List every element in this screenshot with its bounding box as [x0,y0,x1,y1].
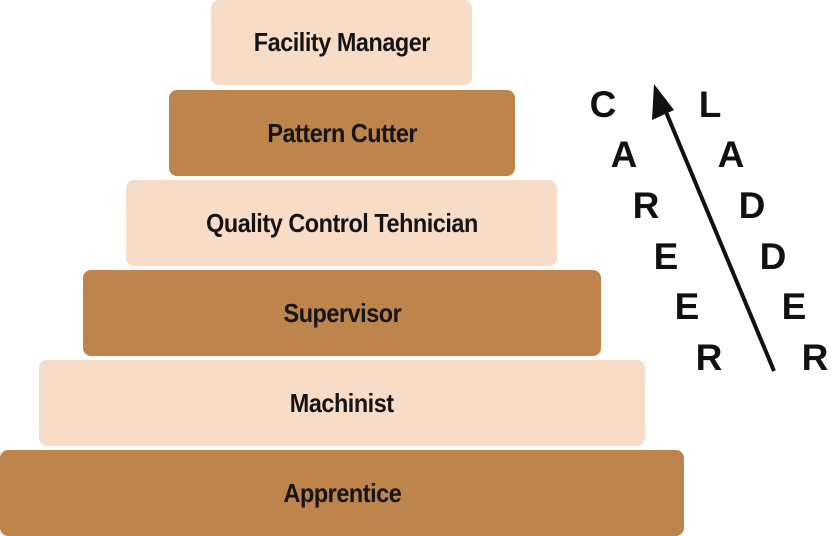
ladder-left-letter-2: R [633,185,660,226]
step-label: Pattern Cutter [267,117,417,148]
ladder-right-letter-1: A [718,134,745,175]
ladder-right-letter-3: D [760,236,787,277]
ladder-left-letter-3: E [654,236,679,277]
ladder-left-letter-0: C [590,84,617,125]
ladder-right-letter-4: E [782,286,807,327]
ladder-right-letter-2: D [739,185,766,226]
step-quality-control-technician: Quality Control Tehnician [126,180,557,266]
step-label: Apprentice [283,477,401,508]
step-apprentice: Apprentice [0,450,684,536]
arrow-up-icon [652,84,674,120]
ladder-left-letter-4: E [675,286,700,327]
step-supervisor: Supervisor [83,270,601,356]
step-machinist: Machinist [39,360,645,446]
ladder-arrow-line [659,99,776,372]
step-facility-manager: Facility Manager [211,0,472,85]
step-pattern-cutter: Pattern Cutter [169,90,515,176]
ladder-left-letter-1: A [611,134,638,175]
step-label: Quality Control Tehnician [205,207,478,238]
step-label: Machinist [290,387,394,418]
step-label: Supervisor [283,297,401,328]
ladder-left-letter-5: R [696,337,723,378]
ladder-right-letter-0: L [699,84,722,125]
step-label: Facility Manager [253,27,430,57]
ladder-right-letter-5: R [802,337,829,378]
